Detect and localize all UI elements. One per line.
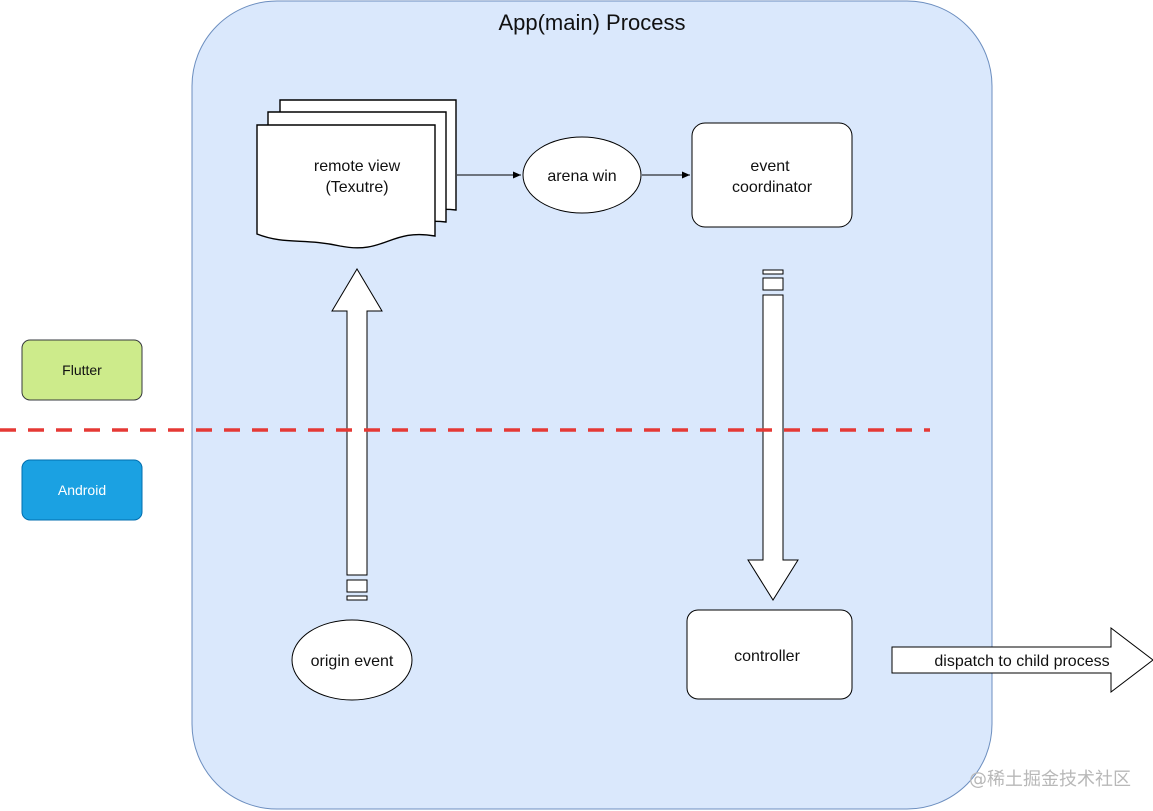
watermark-text: @稀土掘金技术社区 (969, 769, 1131, 790)
upward-hollow-arrow (331, 268, 383, 601)
arena-win-label: arena win (547, 168, 616, 185)
remote-view-node: remote view (Texutre) (256, 99, 457, 249)
downward-hollow-arrow (747, 269, 799, 601)
android-layer-badge: Android (21, 459, 143, 521)
controller-node: controller (686, 609, 853, 700)
flutter-layer-label: Flutter (62, 362, 102, 378)
dispatch-arrow-label: dispatch to child process (934, 653, 1109, 670)
remote-view-label-line1: remote view (314, 158, 401, 175)
controller-label: controller (734, 648, 800, 665)
dispatch-arrow: dispatch to child process (891, 626, 1153, 694)
event-coordinator-node: event coordinator (691, 122, 853, 228)
flutter-layer-badge: Flutter (21, 339, 143, 401)
origin-event-label: origin event (311, 653, 394, 670)
arena-win-node: arena win (522, 136, 642, 214)
process-title: App(main) Process (498, 10, 685, 35)
android-layer-label: Android (58, 482, 106, 498)
event-coordinator-label-line2: coordinator (732, 179, 813, 196)
origin-event-node: origin event (291, 619, 413, 701)
event-coordinator-label-line1: event (750, 158, 790, 175)
remote-view-label-line2: (Texutre) (325, 179, 388, 196)
